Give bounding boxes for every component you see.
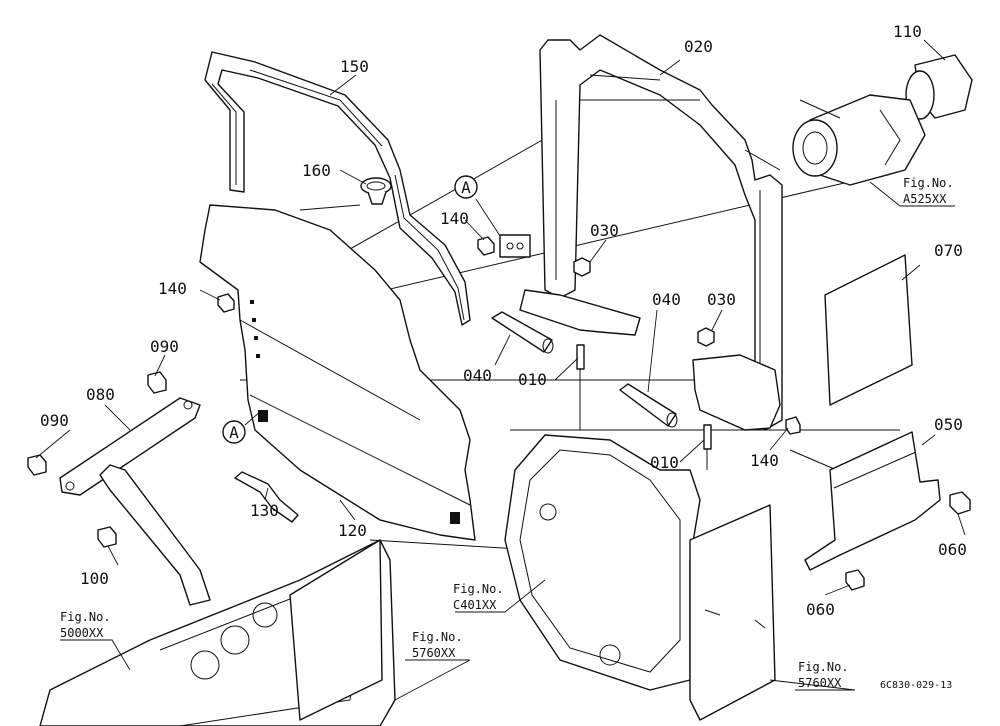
fig-ref-prefix: Fig.No. <box>903 176 954 190</box>
bracket-050 <box>804 431 941 571</box>
part-label-110: 110 <box>893 22 922 41</box>
fig-ref-code: C401XX <box>453 598 497 612</box>
part-label-040: 040 <box>652 290 681 309</box>
part-label-020: 020 <box>684 37 713 56</box>
drawing-code: 6C830-029-13 <box>880 680 952 691</box>
shroud-panel-120 <box>199 204 476 541</box>
guard-frame-150 <box>204 51 471 326</box>
bracket-frame-020 <box>499 34 783 431</box>
fig-ref-code: 5760XX <box>412 646 456 660</box>
part-label-030: 030 <box>590 221 619 240</box>
part-label-090: 090 <box>40 411 69 430</box>
clamp-160 <box>360 177 392 205</box>
studs-010 <box>576 344 712 470</box>
starter-motor-110 <box>792 54 973 186</box>
part-label-010: 010 <box>518 370 547 389</box>
part-label-150: 150 <box>340 57 369 76</box>
part-label-070: 070 <box>934 241 963 260</box>
fig-ref-prefix: Fig.No. <box>60 610 111 624</box>
part-labels: 110 150 020 160 140 030 140 070 040 030 … <box>40 22 967 619</box>
part-label-030: 030 <box>707 290 736 309</box>
part-label-130: 130 <box>250 501 279 520</box>
part-label-120: 120 <box>338 521 367 540</box>
stay-080 <box>59 397 211 606</box>
fig-ref-code: 5000XX <box>60 626 104 640</box>
part-label-040: 040 <box>463 366 492 385</box>
fig-ref-prefix: Fig.No. <box>798 660 849 674</box>
part-label-140: 140 <box>158 279 187 298</box>
part-label-090: 090 <box>150 337 179 356</box>
nuts-030 <box>573 257 715 347</box>
fig-ref-code: A525XX <box>903 192 947 206</box>
part-label-060: 060 <box>806 600 835 619</box>
flywheel-housing <box>504 434 701 691</box>
tubes-040 <box>491 311 678 428</box>
part-label-080: 080 <box>86 385 115 404</box>
engine-block <box>39 539 396 726</box>
plate-070 <box>824 254 913 406</box>
part-label-050: 050 <box>934 415 963 434</box>
part-label-010: 010 <box>650 453 679 472</box>
part-label-140: 140 <box>750 451 779 470</box>
leader-lines <box>35 39 966 701</box>
part-label-140: 140 <box>440 209 469 228</box>
part-label-060: 060 <box>938 540 967 559</box>
part-label-100: 100 <box>80 569 109 588</box>
fig-ref-prefix: Fig.No. <box>412 630 463 644</box>
fig-ref-code: 5760XX <box>798 676 842 690</box>
hose-130 <box>234 471 299 523</box>
callout-letter: A <box>229 423 239 442</box>
callout-A-left: A <box>222 420 246 444</box>
part-label-160: 160 <box>302 161 331 180</box>
callout-letter: A <box>461 178 471 197</box>
callout-A-top: A <box>454 175 478 199</box>
figure-references: Fig.No. A525XX Fig.No. C401XX Fig.No. 50… <box>60 176 954 690</box>
fig-ref-prefix: Fig.No. <box>453 582 504 596</box>
rear-plate <box>689 504 776 721</box>
bolts <box>27 236 971 591</box>
